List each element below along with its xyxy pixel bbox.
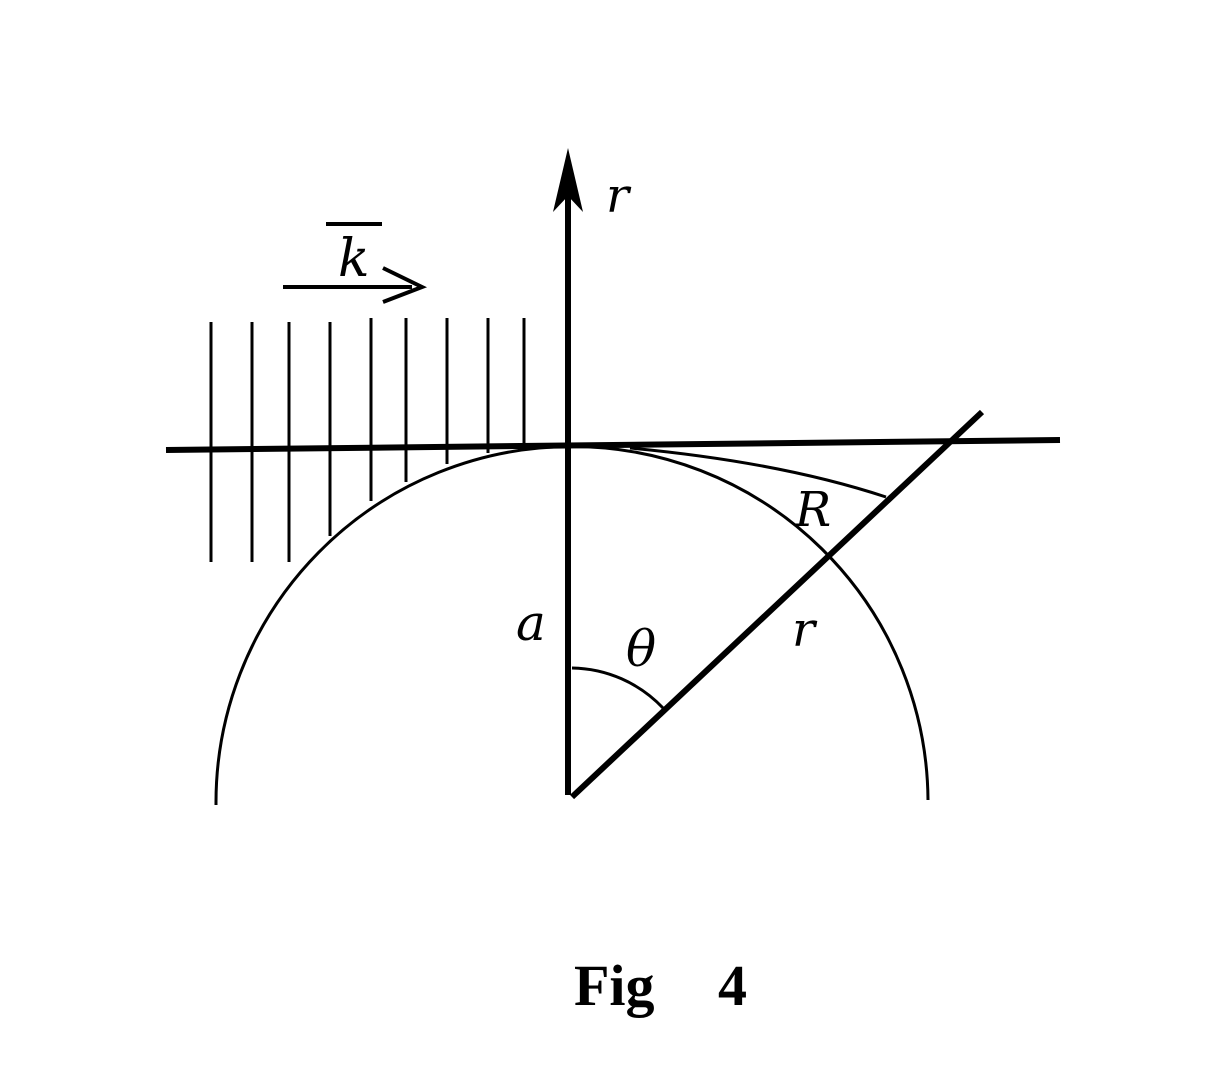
r-axis-arrowhead	[553, 148, 583, 212]
r-axis-label: r	[606, 168, 632, 224]
R-distance-label: R	[794, 482, 831, 538]
figure-caption-word: Fig	[574, 953, 655, 1018]
r-line-label: r	[792, 602, 818, 658]
tangent-line	[165, 437, 1061, 453]
k-vector-label: k	[338, 229, 370, 289]
k-arrow-head	[382, 266, 428, 304]
theta-arc	[571, 666, 665, 710]
r-region-curve	[629, 446, 887, 499]
figure-caption-number: 4	[718, 953, 747, 1018]
radial-line	[569, 409, 985, 800]
sphere-arc	[214, 445, 930, 806]
a-radius-label: a	[516, 594, 546, 652]
theta-label: θ	[626, 620, 656, 678]
wavefront-lines	[209, 318, 526, 562]
